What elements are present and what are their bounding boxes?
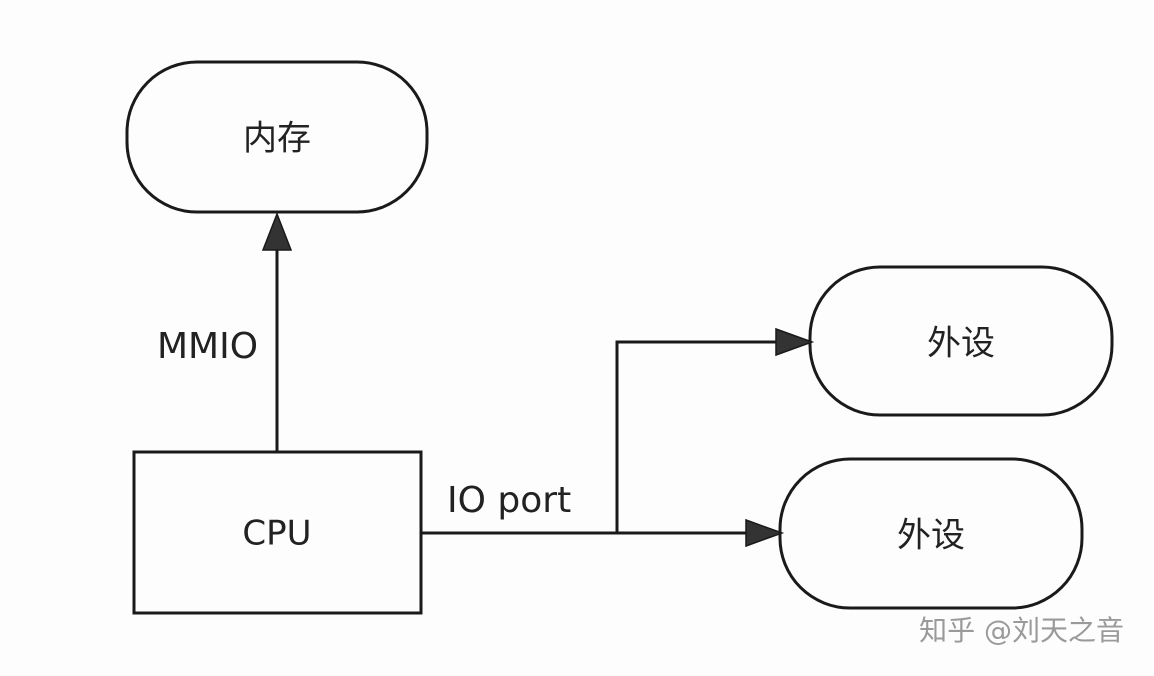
- cpu-node-label: CPU: [242, 514, 311, 554]
- cpu-node-shape: [132, 450, 423, 615]
- mmio-edge: MMIO: [157, 211, 293, 452]
- cpu-node: CPU: [132, 450, 423, 615]
- memory-node-label: 内存: [243, 119, 311, 159]
- peripheral-node-2: 外设: [778, 457, 1084, 610]
- peripheral-node-1-label: 外设: [927, 324, 995, 364]
- peripheral-node-1: 外设: [808, 265, 1114, 417]
- peripheral-2-arrowhead-icon: [745, 518, 785, 548]
- mmio-arrowhead-icon: [261, 211, 293, 251]
- memory-node: 内存: [125, 60, 429, 214]
- peripheral-node-2-label: 外设: [897, 516, 965, 556]
- peripheral-1-arrowhead-icon: [775, 327, 815, 357]
- watermark-text: 知乎 @刘天之音: [919, 614, 1124, 647]
- io-port-edge: IO port: [421, 327, 815, 548]
- io-port-edge-label: IO port: [447, 480, 571, 521]
- io-port-edge-line: [421, 340, 778, 535]
- mmio-edge-label: MMIO: [157, 326, 258, 367]
